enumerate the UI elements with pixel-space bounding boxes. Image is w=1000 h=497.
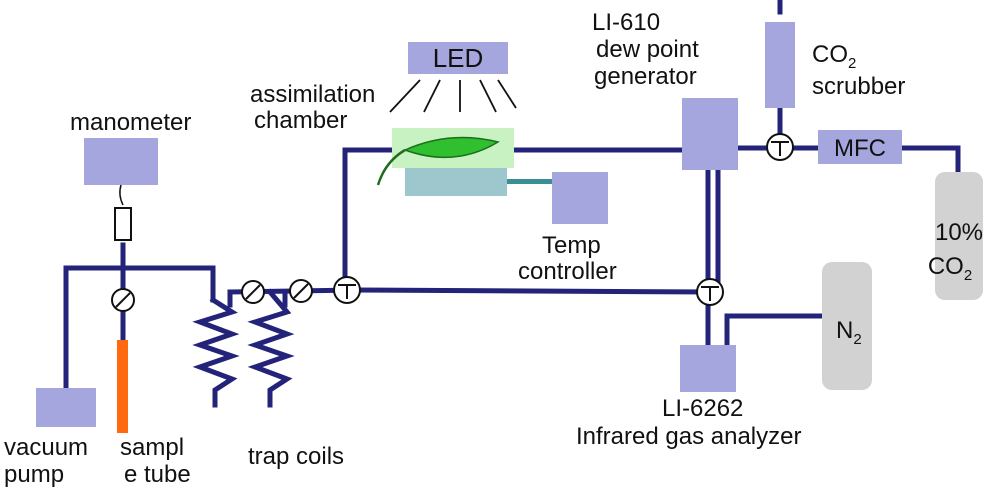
- three-way-valve: [333, 276, 361, 304]
- scrubber-label-line1: CO2: [812, 41, 856, 72]
- temp-controller-label-line1: Temp: [542, 232, 601, 259]
- trap-coil-1: [192, 296, 240, 408]
- trap-coils-label: trap coils: [248, 443, 344, 470]
- co2-scrubber-box: [765, 22, 795, 108]
- led-ray: [479, 79, 497, 113]
- led-ray: [389, 79, 421, 113]
- gas-analyzer-label-line2: Infrared gas analyzer: [576, 423, 801, 450]
- led-box: [408, 42, 508, 74]
- pipe-main-return: [352, 287, 711, 295]
- sample-tube-label-line2: e tube: [124, 461, 191, 488]
- pipe-chamber-riser: [342, 147, 395, 293]
- co2-tank-label-line2: CO2: [928, 253, 972, 284]
- pipe-n2-line: [724, 313, 825, 348]
- gas-analyzer-box: [680, 345, 736, 392]
- pipe-vacuum-line: [63, 265, 216, 391]
- vacuum-pump-label-line2: pump: [4, 461, 64, 488]
- leaf-stem: [376, 148, 406, 186]
- manometer-label: manometer: [70, 109, 191, 136]
- pipe-mfc-tank: [899, 145, 961, 175]
- vacuum-pump-label-line1: vacuum: [4, 434, 88, 461]
- led-ray: [423, 79, 441, 113]
- mfc-box: [818, 130, 902, 164]
- trap-coils: [192, 288, 295, 408]
- sample-tube-label-line1: sampl: [120, 434, 184, 461]
- temp-controller-box: [552, 172, 608, 224]
- vacuum-pump-box: [36, 388, 96, 427]
- sample-tube: [117, 340, 128, 433]
- heat-exchanger-connector: [507, 179, 552, 184]
- shutoff-valve: [241, 280, 265, 304]
- mfc-label: MFC: [834, 135, 886, 162]
- led-ray: [497, 79, 517, 109]
- leaf-icon: [402, 136, 500, 159]
- manometer-sensor: [114, 184, 132, 241]
- shutoff-valve: [111, 288, 135, 312]
- three-way-valve: [696, 278, 724, 306]
- dew-point-label-line2: dew point: [596, 36, 699, 63]
- scrubber-label-line2: scrubber: [812, 73, 905, 100]
- co2-tank: [935, 172, 983, 300]
- heat-exchanger: [405, 168, 507, 196]
- temp-controller-label-line2: controller: [518, 258, 617, 285]
- dew-point-label-line3: generator: [594, 63, 697, 90]
- led-label: LED: [433, 43, 484, 73]
- dew-point-generator-box: [682, 98, 738, 170]
- pipe-network: [63, 0, 961, 391]
- assimilation-label-line1: assimilation: [250, 81, 375, 108]
- gas-analyzer-label-line1: LI-6262: [662, 395, 743, 422]
- manometer-box: [84, 138, 158, 185]
- shutoff-valve: [289, 279, 313, 303]
- co2-tank-label-line1: 10%: [935, 219, 983, 246]
- trap-coil-2: [247, 288, 295, 408]
- assimilation-chamber: [376, 128, 552, 196]
- three-way-valve: [766, 133, 794, 161]
- assimilation-label-line2: chamber: [254, 107, 347, 134]
- dew-point-label-line1: LI-610: [592, 9, 660, 36]
- n2-tank-label: N2: [836, 317, 862, 348]
- led-light-rays: [389, 79, 517, 113]
- n2-tank: [822, 262, 872, 390]
